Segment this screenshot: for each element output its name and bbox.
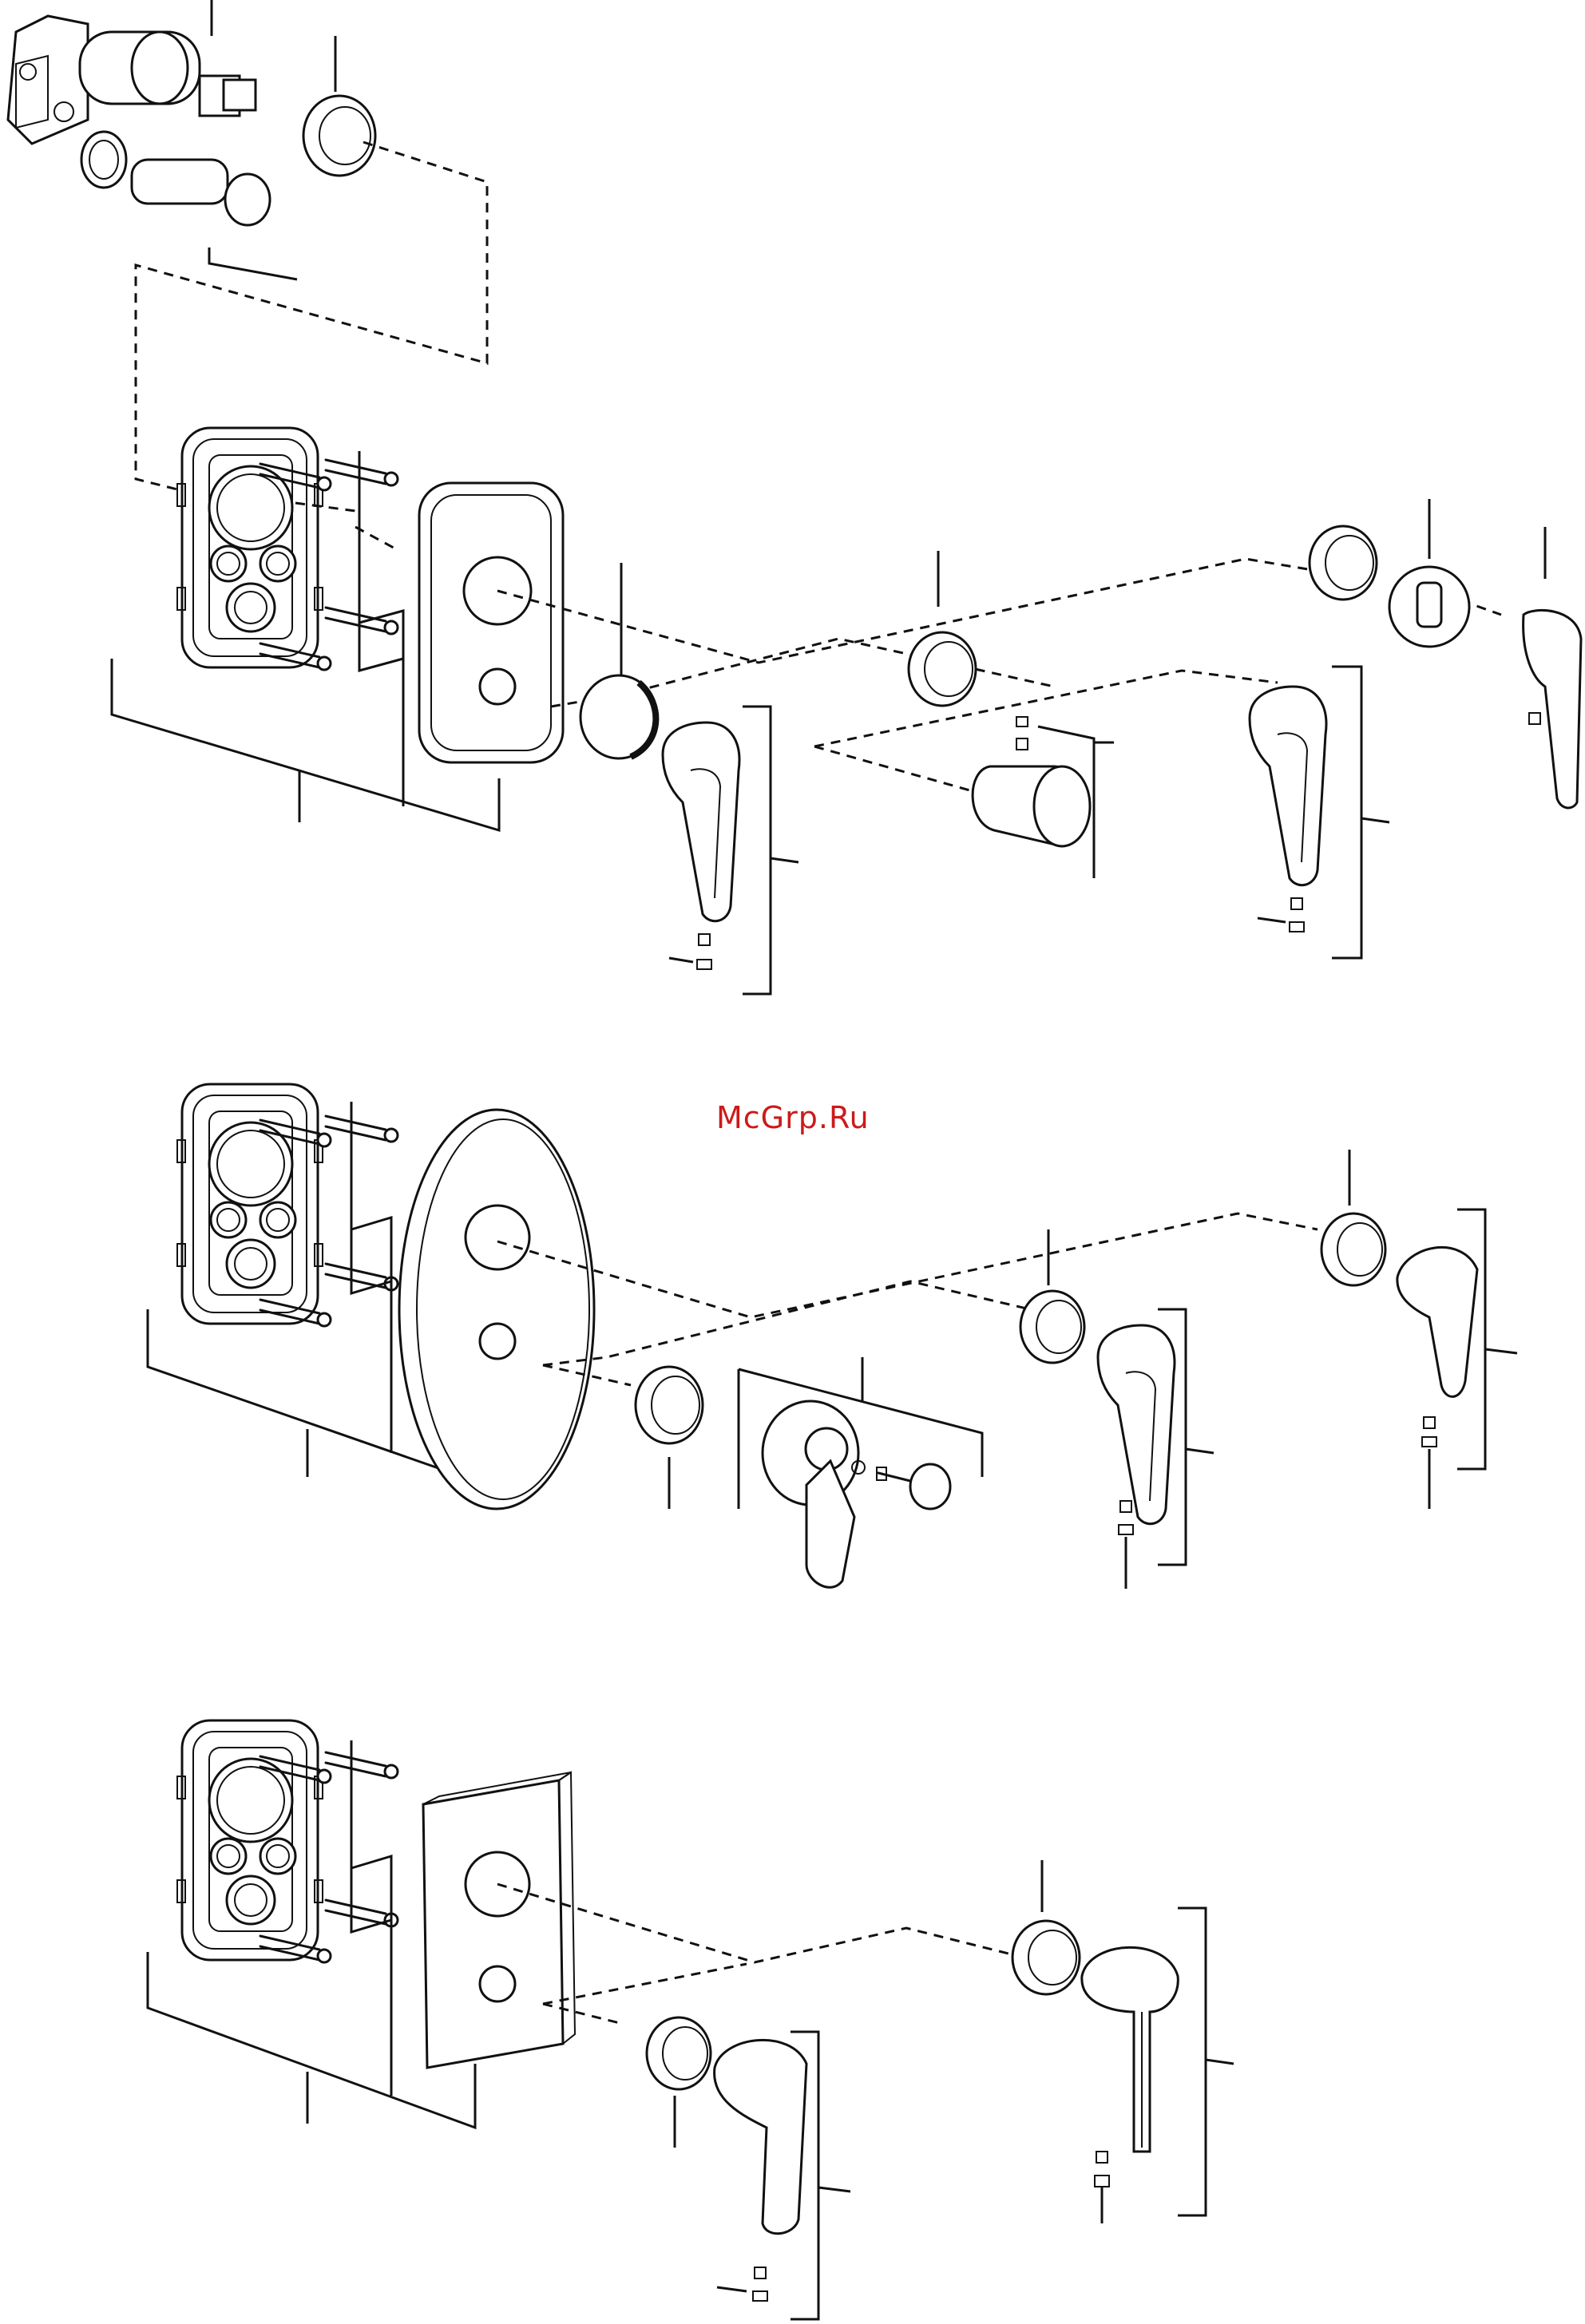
lever-3 [1524,527,1581,808]
leader [209,247,297,279]
cover-plate-round [399,1110,594,1509]
lever-7 [1082,1908,1234,2223]
watermark: McGrp.Ru [716,1100,870,1135]
mounting-box-3 [177,1720,398,1962]
lever-5 [1397,1210,1517,1509]
rosette-6 [1321,1150,1385,1285]
rosette-2 [909,551,976,706]
lever-6 [715,2032,850,2319]
rosette-4 [636,1367,703,1509]
lever-with-cap [739,1357,982,1587]
mounting-box-1 [177,428,398,670]
cartridge-small [303,36,375,176]
rosette-7 [647,2017,711,2148]
cover-plate-1 [419,483,563,762]
lever-4 [1098,1309,1214,1589]
dashed-guide-4 [497,1884,1018,1962]
rosette-8 [1012,1860,1080,1994]
lever-2 [1250,667,1389,958]
knob-1 [973,717,1114,878]
escutcheon-1 [1389,567,1469,647]
lever-1 [663,707,798,994]
valve-body-assembly [8,0,270,225]
rosette-1 [581,563,657,758]
dashed-guide-3 [497,1213,1318,1317]
cover-plate-square [423,1772,575,2068]
rosette-5 [1020,1229,1084,1363]
